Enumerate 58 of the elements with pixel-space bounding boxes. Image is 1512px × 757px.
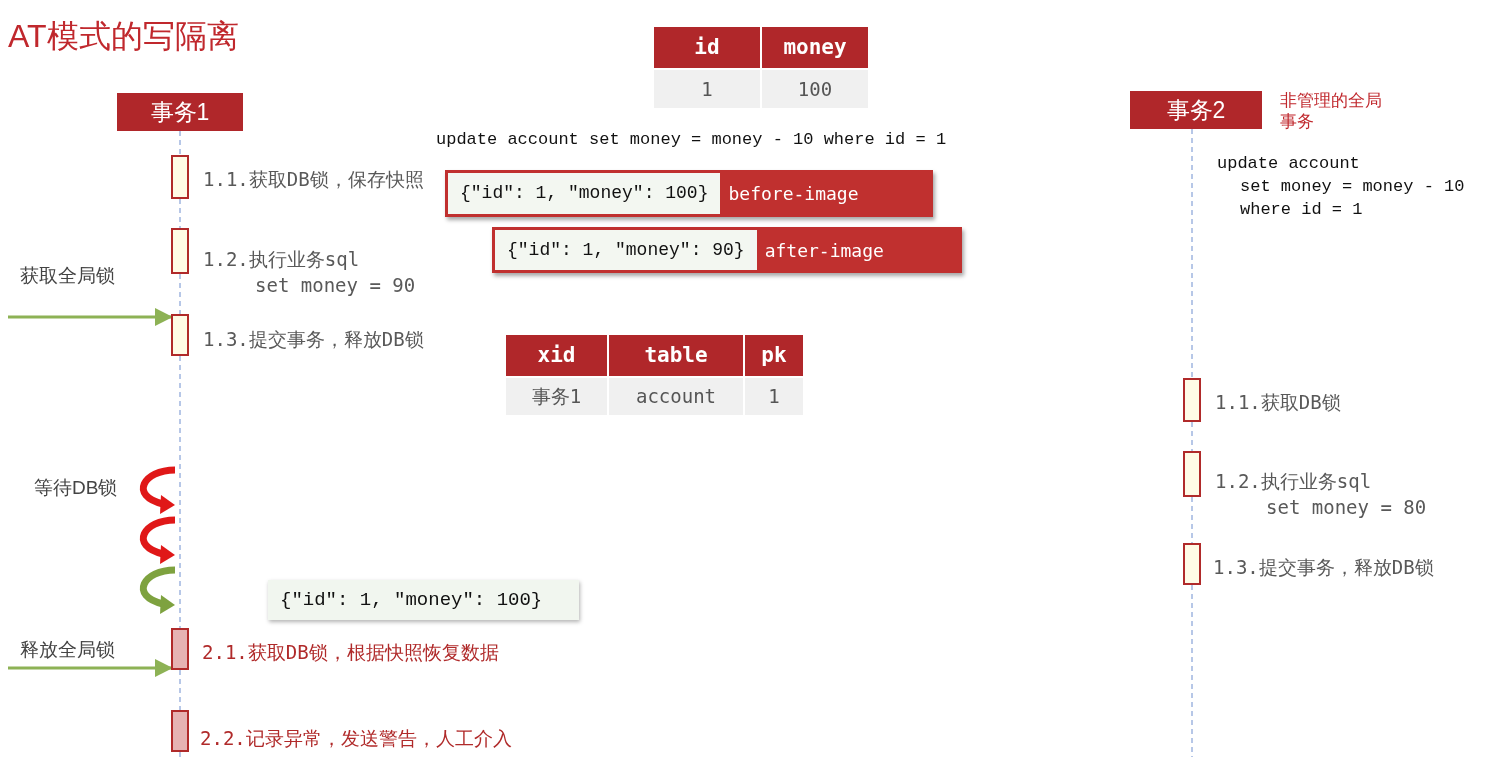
table-header: money: [762, 27, 868, 68]
json-text: {"id": 1, "money": 90}: [495, 230, 757, 270]
activation-bar: [1183, 378, 1201, 422]
lifeline: [179, 355, 181, 629]
sql-statement: update account: [1217, 153, 1360, 175]
data-table: [654, 27, 868, 108]
activation-bar: [1183, 543, 1201, 585]
step-label: 1.1.获取DB锁: [1215, 390, 1341, 415]
lifeline: [179, 198, 181, 229]
lifeline: [179, 273, 181, 315]
step-label: 1.2.执行业务sql: [1215, 469, 1372, 494]
lifeline: [1191, 496, 1193, 544]
lifeline: [179, 669, 181, 711]
step-label: set money = 80: [1266, 495, 1427, 520]
sql-statement: update account set money = money - 10 where id = 1: [436, 129, 947, 151]
step-label: 非管理的全局事务: [1280, 90, 1382, 133]
sql-statement: where id = 1: [1240, 199, 1363, 221]
table-cell: account: [609, 377, 743, 415]
activation-bar: [1183, 451, 1201, 497]
image-tag: after-image: [756, 230, 892, 270]
arrow: [8, 308, 173, 326]
image-card: [492, 227, 962, 273]
arrow-label: 释放全局锁: [8, 640, 158, 671]
data-table: [506, 335, 803, 415]
step-label: 1.3.提交事务，释放DB锁: [1213, 555, 1434, 580]
activation-bar: [171, 628, 189, 670]
json-text: {"id": 1, "money": 100}: [448, 173, 721, 214]
step-label: 2.1.获取DB锁，根据快照恢复数据: [202, 640, 499, 665]
activation-bar: [171, 155, 189, 199]
table-header: id: [654, 27, 760, 68]
image-tag: before-image: [720, 173, 867, 214]
arrow: [8, 659, 173, 677]
table-cell: 100: [762, 70, 868, 108]
table-header: table: [609, 335, 743, 376]
arrow-label: 获取全局锁: [8, 266, 158, 320]
step-label: 1.3.提交事务，释放DB锁: [203, 327, 424, 352]
activation-bar: [171, 228, 189, 274]
table-cell: 1: [654, 70, 760, 108]
step-label: 1.2.执行业务sql: [203, 247, 360, 272]
wait-label: 等待DB锁: [34, 476, 118, 500]
lifeline: [1191, 421, 1193, 452]
step-label: set money = 90: [255, 273, 416, 298]
participant-header: 事务2: [1130, 91, 1262, 129]
activation-bar: [171, 314, 189, 356]
sql-statement: set money = money - 10: [1240, 176, 1465, 198]
table-header: xid: [506, 335, 607, 376]
participant-header: 事务1: [117, 93, 243, 131]
image-card: [445, 170, 933, 217]
table-header: pk: [745, 335, 803, 376]
table-cell: 1: [745, 377, 803, 415]
lifeline: [1191, 128, 1193, 379]
json-text: {"id": 1, "money": 100}: [268, 580, 579, 620]
step-label: 1.1.获取DB锁，保存快照: [203, 167, 424, 192]
step-label: 2.2.记录异常，发送警告，人工介入: [200, 726, 512, 751]
lifeline: [179, 130, 181, 156]
table-cell: 事务1: [506, 377, 607, 415]
title: AT模式的写隔离: [8, 17, 239, 56]
activation-bar: [171, 710, 189, 752]
